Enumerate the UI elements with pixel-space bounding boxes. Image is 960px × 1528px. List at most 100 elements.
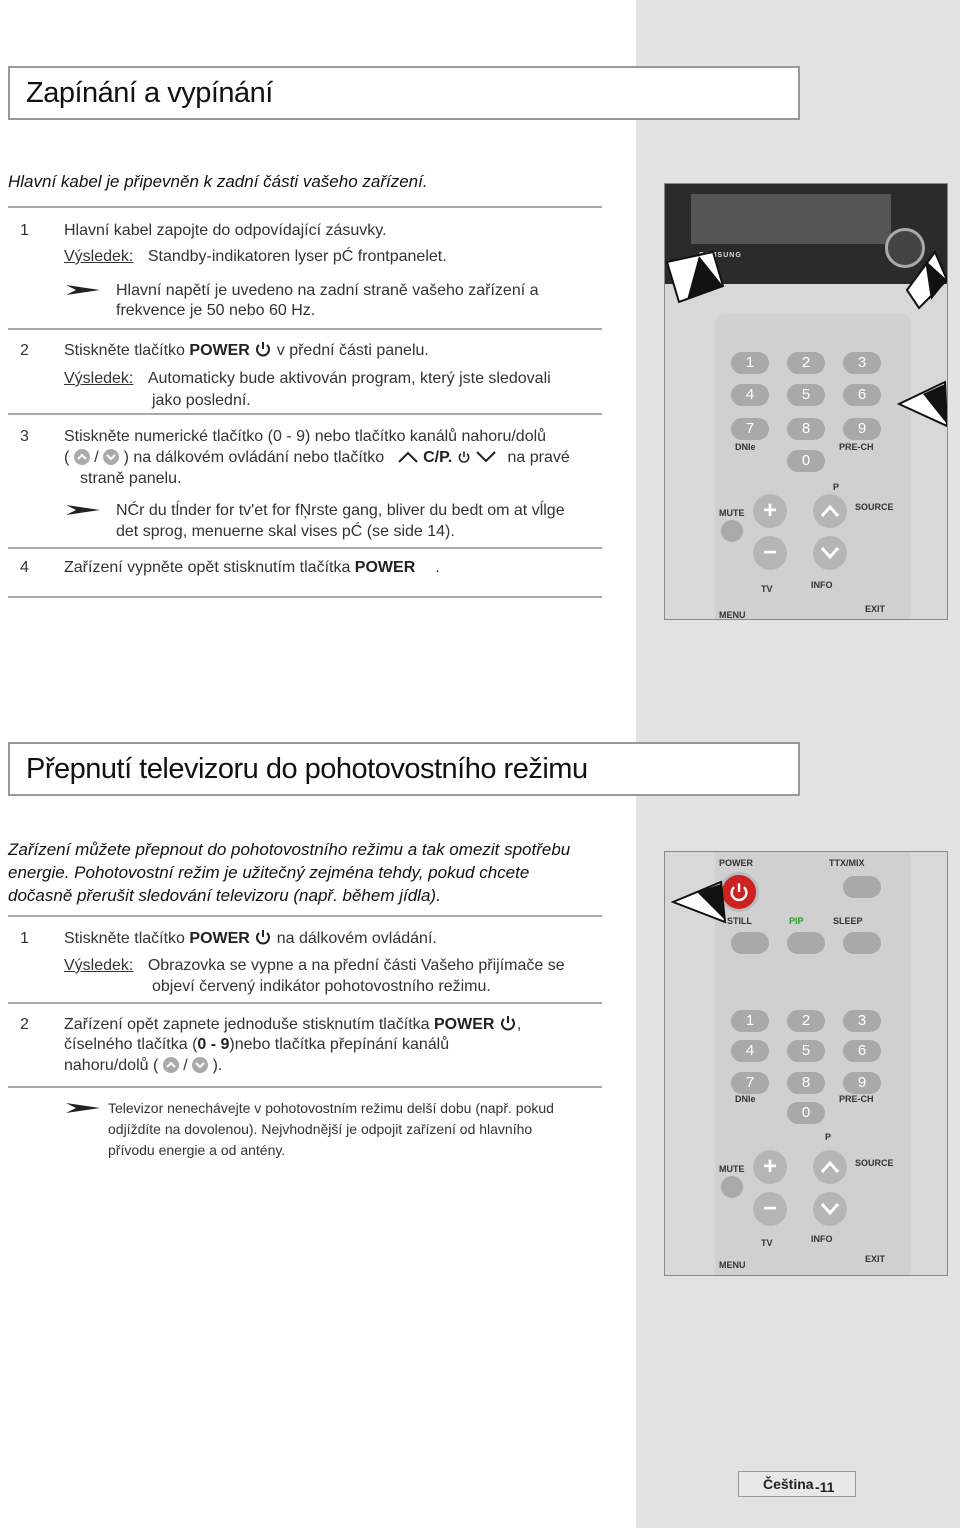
result-text: objeví červený indikátor pohotovostního … — [152, 978, 491, 995]
tv-front-panel: SAMSUNG — [665, 184, 947, 284]
divider — [8, 1002, 602, 1004]
power-label: POWER — [354, 559, 416, 576]
step-number: 1 — [20, 930, 29, 947]
section-intro: dočasně přerušit sledování televizoru (n… — [8, 886, 441, 905]
note-text: Televizor nenechávejte v pohotovostním r… — [108, 1100, 554, 1116]
remote-body: POWER TTX/MIX STILL PIP SLEEP 1 2 3 4 5 … — [715, 852, 911, 1275]
digit-button: 2 — [787, 1010, 825, 1032]
divider — [8, 915, 602, 917]
note-text: odjíždíte na dovolenou). Nejvhodnější je… — [108, 1121, 533, 1137]
text-segment: / — [183, 1057, 188, 1074]
step-number: 4 — [20, 559, 29, 576]
mute-button — [721, 1176, 743, 1198]
power-icon — [500, 1016, 515, 1031]
tv-remote-illustration: SAMSUNG 1 2 3 4 5 6 7 8 9 DNIe PRE-CH 0 … — [664, 183, 948, 620]
mute-label: MUTE — [719, 1164, 745, 1174]
channel-up-button — [813, 494, 847, 528]
section-title-box: Přepnutí televizoru do pohotovostního re… — [8, 742, 800, 796]
note-arrow-icon — [66, 505, 100, 515]
chevron-down-icon — [476, 451, 496, 463]
channel-down-icon — [192, 1057, 209, 1073]
volume-down-button: − — [753, 1192, 787, 1226]
sleep-label: SLEEP — [833, 916, 863, 926]
result-row: Výsledek: Obrazovka se vypne a na přední… — [64, 955, 565, 976]
step-number: 3 — [20, 428, 29, 445]
digit-button: 2 — [787, 352, 825, 374]
volume-up-button: + — [753, 494, 787, 528]
digit-button: 4 — [731, 384, 769, 406]
info-label: INFO — [811, 1234, 833, 1244]
digit-button: 7 — [731, 418, 769, 440]
step-text: Zařízení opět zapnete jednoduše stisknut… — [64, 1014, 521, 1035]
power-icon — [256, 930, 271, 945]
source-label: SOURCE — [855, 502, 894, 512]
digit-button: 1 — [731, 352, 769, 374]
digits-label: 0 - 9 — [197, 1036, 230, 1053]
sleep-button — [843, 932, 881, 954]
text-segment: / — [94, 449, 99, 466]
power-icon — [256, 342, 271, 357]
power-label: POWER — [189, 342, 250, 359]
text-segment: na pravé — [507, 449, 570, 466]
text-segment: číselného tlačítka ( — [64, 1036, 198, 1053]
pointer-arrow-icon — [671, 880, 727, 924]
step-text: Zařízení vypněte opět stisknutím tlačítk… — [64, 557, 440, 578]
prech-label: PRE-CH — [839, 1094, 874, 1104]
tv-label: TV — [761, 584, 773, 594]
divider — [8, 1086, 602, 1088]
section-title: Zapínání a vypínání — [26, 77, 273, 109]
page-number: -11 — [815, 1479, 835, 1495]
volume-up-button: + — [753, 1150, 787, 1184]
digit-button: 6 — [843, 1040, 881, 1062]
section-title-box: Zapínání a vypínání — [8, 66, 800, 120]
channel-label: P — [825, 1132, 832, 1142]
text-segment: na dálkovém ovládání. — [272, 930, 437, 947]
digit-button: 0 — [787, 450, 825, 472]
result-text: Automaticky bude aktivován program, kter… — [147, 370, 551, 387]
step-text: Stiskněte tlačítko POWER na dálkovém ovl… — [64, 928, 437, 949]
cp-button-label: C/P. — [423, 449, 453, 466]
section-intro: energie. Pohotovostní režim je užitečný … — [8, 863, 530, 882]
digit-button: 0 — [787, 1102, 825, 1124]
pointer-arrow-icon — [897, 380, 947, 428]
text-segment: Stiskněte tlačítko — [64, 342, 190, 359]
channel-down-button — [813, 1192, 847, 1226]
step-text: Stiskněte numerické tlačítko (0 - 9) neb… — [64, 428, 547, 445]
divider — [8, 547, 602, 549]
channel-down-button — [813, 536, 847, 570]
page-footer: Čeština -11 — [738, 1471, 856, 1497]
divider — [8, 596, 602, 598]
result-label: Výsledek: — [64, 248, 134, 265]
channel-up-icon — [162, 1057, 179, 1073]
digit-button: 7 — [731, 1072, 769, 1094]
digit-button: 8 — [787, 418, 825, 440]
digit-button: 5 — [787, 1040, 825, 1062]
dnie-label: DNIe — [735, 1094, 756, 1104]
channel-up-icon — [73, 449, 90, 465]
result-label: Výsledek: — [64, 957, 134, 974]
divider — [8, 413, 602, 415]
pip-button — [787, 932, 825, 954]
remote-body: 1 2 3 4 5 6 7 8 9 DNIe PRE-CH 0 P MUTE S… — [715, 314, 911, 619]
text-segment: v přední části panelu. — [272, 342, 429, 359]
pip-label: PIP — [789, 916, 804, 926]
chevron-up-icon — [397, 451, 418, 463]
ttx-mix-button — [843, 876, 881, 898]
result-text: Obrazovka se vypne a na přední části Vaš… — [147, 957, 565, 974]
result-label: Výsledek: — [64, 370, 134, 387]
text-segment: Stiskněte tlačítko — [64, 930, 190, 947]
still-label: STILL — [727, 916, 752, 926]
mute-button — [721, 520, 743, 542]
language-label: Čeština — [763, 1476, 814, 1492]
result-text: jako poslední. — [152, 392, 251, 409]
step-text: číselného tlačítka (0 - 9)nebo tlačítka … — [64, 1034, 449, 1055]
pointer-arrow-icon — [665, 250, 725, 304]
pointer-arrow-icon — [905, 250, 947, 310]
still-button — [731, 932, 769, 954]
step-text: ( / ) na dálkovém ovládání nebo tlačítko… — [64, 447, 570, 468]
power-label: POWER — [189, 930, 250, 947]
text-segment: )nebo tlačítka přepínání kanálů — [229, 1036, 450, 1053]
text-segment: Zařízení opět zapnete jednoduše stisknut… — [64, 1016, 434, 1033]
text-segment: nahoru/dolů ( — [64, 1057, 159, 1074]
note-text: frekvence je 50 nebo 60 Hz. — [116, 302, 316, 319]
